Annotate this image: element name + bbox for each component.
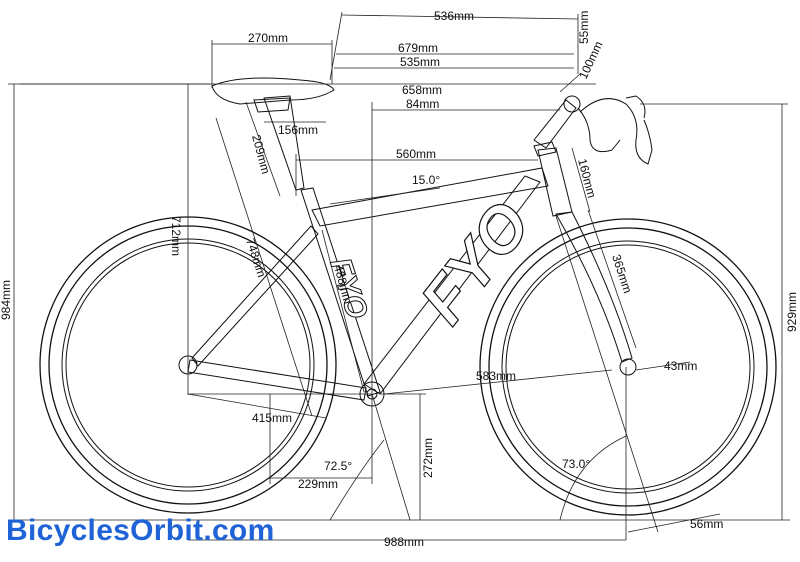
label-988: 988mm <box>384 535 424 549</box>
label-56: 56mm <box>690 517 723 531</box>
label-712: 712mm <box>169 216 183 256</box>
label-head-angle: 73.0° <box>562 457 590 471</box>
label-679: 679mm <box>398 41 438 55</box>
label-15: 15.0° <box>412 173 440 187</box>
label-658: 658mm <box>402 83 442 97</box>
label-535: 535mm <box>400 55 440 69</box>
label-560: 560mm <box>396 147 436 161</box>
label-84: 84mm <box>406 97 439 111</box>
frame <box>187 141 633 407</box>
label-209: 209mm <box>249 133 273 175</box>
label-229: 229mm <box>298 477 338 491</box>
label-43: 43mm <box>664 359 697 373</box>
label-55: 55mm <box>577 11 591 44</box>
dimension-lines <box>8 11 790 541</box>
dimension-labels: 536mm 270mm 679mm 535mm 55mm 100mm 658mm… <box>0 9 799 549</box>
label-272: 272mm <box>421 438 435 478</box>
front-wheel <box>479 218 777 516</box>
label-160: 160mm <box>575 157 599 199</box>
label-365: 365mm <box>609 253 635 295</box>
label-536: 536mm <box>434 9 474 23</box>
label-583: 583mm <box>476 369 516 383</box>
label-100: 100mm <box>576 39 606 81</box>
label-415: 415mm <box>252 411 292 425</box>
label-156: 156mm <box>278 123 318 137</box>
saddle-assembly <box>211 77 335 191</box>
label-929: 929mm <box>785 292 799 332</box>
label-984: 984mm <box>0 280 13 320</box>
label-270: 270mm <box>248 31 288 45</box>
label-seat-angle: 72.5° <box>324 459 352 473</box>
cockpit <box>533 95 653 165</box>
site-watermark: BicyclesOrbit.com <box>6 514 275 547</box>
